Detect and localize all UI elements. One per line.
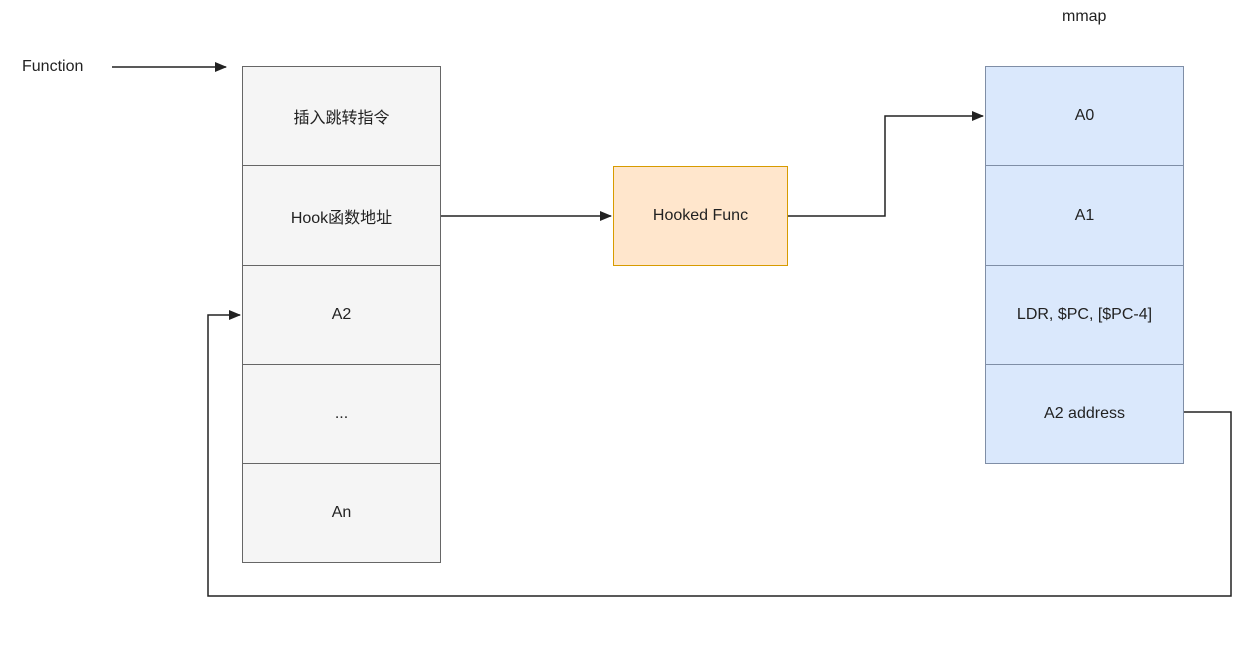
function-cell-an: An xyxy=(242,463,441,563)
function-cell-jump-instruction: 插入跳转指令 xyxy=(242,66,441,166)
mmap-cell-a2-address: A2 address xyxy=(985,364,1184,464)
function-label: Function xyxy=(22,58,84,75)
hooked-func-to-a0-arrow xyxy=(788,111,984,217)
hooked-func-box: Hooked Func xyxy=(613,166,788,266)
function-cell-hook-address: Hook函数地址 xyxy=(242,165,441,266)
mmap-cell-a1: A1 xyxy=(985,165,1184,266)
mmap-cell-ldr: LDR, $PC, [$PC-4] xyxy=(985,265,1184,365)
function-cell-ellipsis: ... xyxy=(242,364,441,464)
mmap-label: mmap xyxy=(1062,8,1107,25)
function-cell-a2: A2 xyxy=(242,265,441,365)
mmap-cell-a0: A0 xyxy=(985,66,1184,166)
a2-address-return-arrow xyxy=(207,310,1232,597)
